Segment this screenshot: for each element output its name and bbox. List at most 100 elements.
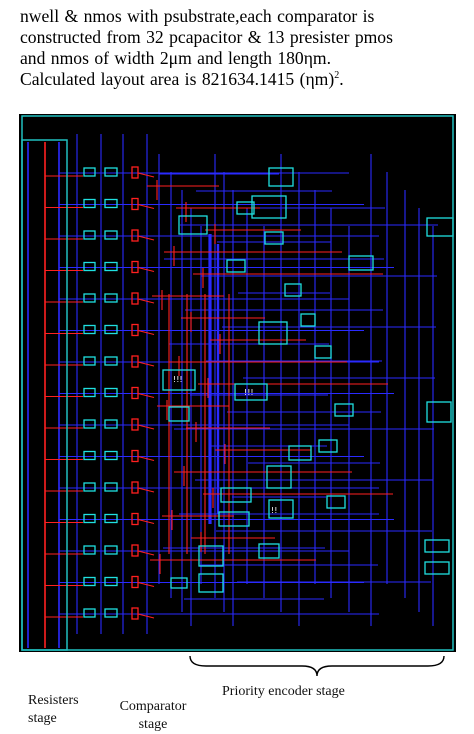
comparator-out: [137, 581, 155, 588]
comparator-contact: [104, 450, 118, 461]
comparator-poly-cell: [131, 481, 139, 494]
encoder-contact: [300, 313, 316, 327]
area-exponent: 2: [334, 70, 340, 82]
resisters-caption-line-2: stage: [28, 711, 57, 726]
encoder-contact: [268, 499, 294, 519]
priority-bracket: [189, 655, 445, 677]
comparator-poly-cell: [131, 449, 139, 463]
resisters-stage-caption: Resisters stage: [28, 692, 108, 728]
encoder-contact: [424, 539, 450, 553]
paragraph-line-4: Calculated layout area is 821634.1415 (η…: [20, 69, 460, 90]
comparator-contact: [83, 198, 96, 209]
encoder-contact: [258, 321, 288, 345]
comparator-contact: [104, 356, 118, 366]
comparator-poly-cell: [131, 418, 139, 431]
comparator-poly-cell: [131, 166, 139, 179]
encoder-contact: [268, 167, 294, 187]
encoder-contact: [348, 255, 374, 271]
comparator-out: [137, 487, 155, 493]
encoder-contact: [284, 283, 302, 297]
comparator-contact: [83, 324, 96, 335]
comparator-contact: [104, 198, 118, 209]
comparator-contact: [104, 293, 118, 303]
comparator-stage-caption: Comparator stage: [108, 698, 198, 734]
comparator-contact: [104, 513, 118, 524]
comparator-poly-cell: [131, 197, 139, 211]
contact-cells: [83, 167, 454, 618]
encoder-contact: [426, 217, 454, 237]
encoder-contact: [258, 543, 280, 559]
paragraph-text: nwell & nmos with psubstrate,each compar…: [20, 6, 460, 90]
contact-label: !!: [271, 506, 277, 515]
comparator-out: [137, 392, 155, 399]
comparator-contact: [83, 450, 96, 461]
encoder-contact: [220, 487, 252, 503]
encoder-contact: [264, 231, 284, 245]
comparator-out: [137, 455, 155, 462]
comparator-out: [137, 203, 155, 210]
encoder-contact: [170, 577, 188, 589]
comparator-poly-cell: [131, 323, 139, 337]
comparator-contact: [83, 576, 96, 587]
comparator-contact: [104, 545, 118, 555]
comparator-contact: [83, 608, 96, 618]
comparator-out: [137, 518, 155, 525]
comparator-poly-cell: [131, 229, 139, 242]
encoder-contact: [178, 215, 208, 235]
encoder-contact: [424, 561, 450, 575]
encoder-contact: [198, 545, 224, 567]
encoder-contact: [288, 445, 312, 461]
sentence-end: .: [339, 69, 344, 89]
comparator-out: [137, 424, 155, 430]
comparator-contact: [83, 167, 96, 177]
comparator-out: [137, 298, 155, 304]
circuit-layout-drawing: !!!!!!!!: [21, 115, 454, 651]
comparator-contact: [104, 576, 118, 587]
encoder-contact: [251, 195, 287, 219]
encoder-contact: [318, 439, 338, 453]
encoder-contact: [334, 403, 354, 417]
contact-label: !!!: [244, 388, 254, 397]
paragraph-line-1: nwell & nmos with psubstrate,each compar…: [20, 6, 375, 26]
comparator-out: [137, 550, 155, 556]
comparator-contact: [83, 293, 96, 303]
comparator-contact: [104, 261, 118, 272]
comparator-contact: [104, 419, 118, 429]
comparator-poly-cell: [131, 512, 139, 526]
encoder-contact: [198, 573, 224, 593]
comparator-contact: [104, 230, 118, 240]
comparator-out: [137, 613, 155, 619]
comparator-contact: [83, 356, 96, 366]
comparator-caption-line-1: Comparator: [119, 699, 187, 714]
comparator-poly-cell: [131, 292, 139, 305]
priority-encoder-caption: Priority encoder stage: [222, 684, 345, 699]
comparator-contact: [83, 261, 96, 272]
contact-labels: !!!!!!!!: [173, 375, 277, 515]
comparator-contact: [104, 167, 118, 177]
comparator-contact: [104, 324, 118, 335]
paragraph-line-2: constructed from 32 pcapacitor & 13 pres…: [20, 27, 393, 47]
encoder-contact: [266, 465, 292, 489]
comparator-out: [137, 329, 155, 336]
comparator-contact: [83, 513, 96, 524]
comparator-poly-cell: [131, 607, 139, 620]
layout-figure: !!!!!!!!: [19, 114, 456, 652]
comparator-contact: [83, 419, 96, 429]
comparator-poly-cell: [131, 355, 139, 368]
paragraph-line-3: and nmos of width 2μm and length 180ηm.: [20, 48, 332, 68]
encoder-contact: [236, 201, 255, 215]
encoder-contact: [226, 259, 246, 273]
comparator-contact: [83, 482, 96, 492]
comparator-contact: [83, 545, 96, 555]
resister-frame: [21, 139, 68, 651]
encoder-contact: [426, 401, 452, 423]
comparator-poly-cell: [131, 260, 139, 274]
encoder-contact: [326, 495, 346, 509]
contact-label: !!!: [173, 375, 183, 384]
comparator-contact: [104, 387, 118, 398]
metal-wires: [27, 134, 438, 648]
comparator-out: [137, 172, 155, 178]
encoder-contact: [314, 345, 332, 359]
encoder-contact: [218, 511, 250, 527]
comparator-poly-cell: [131, 575, 139, 589]
